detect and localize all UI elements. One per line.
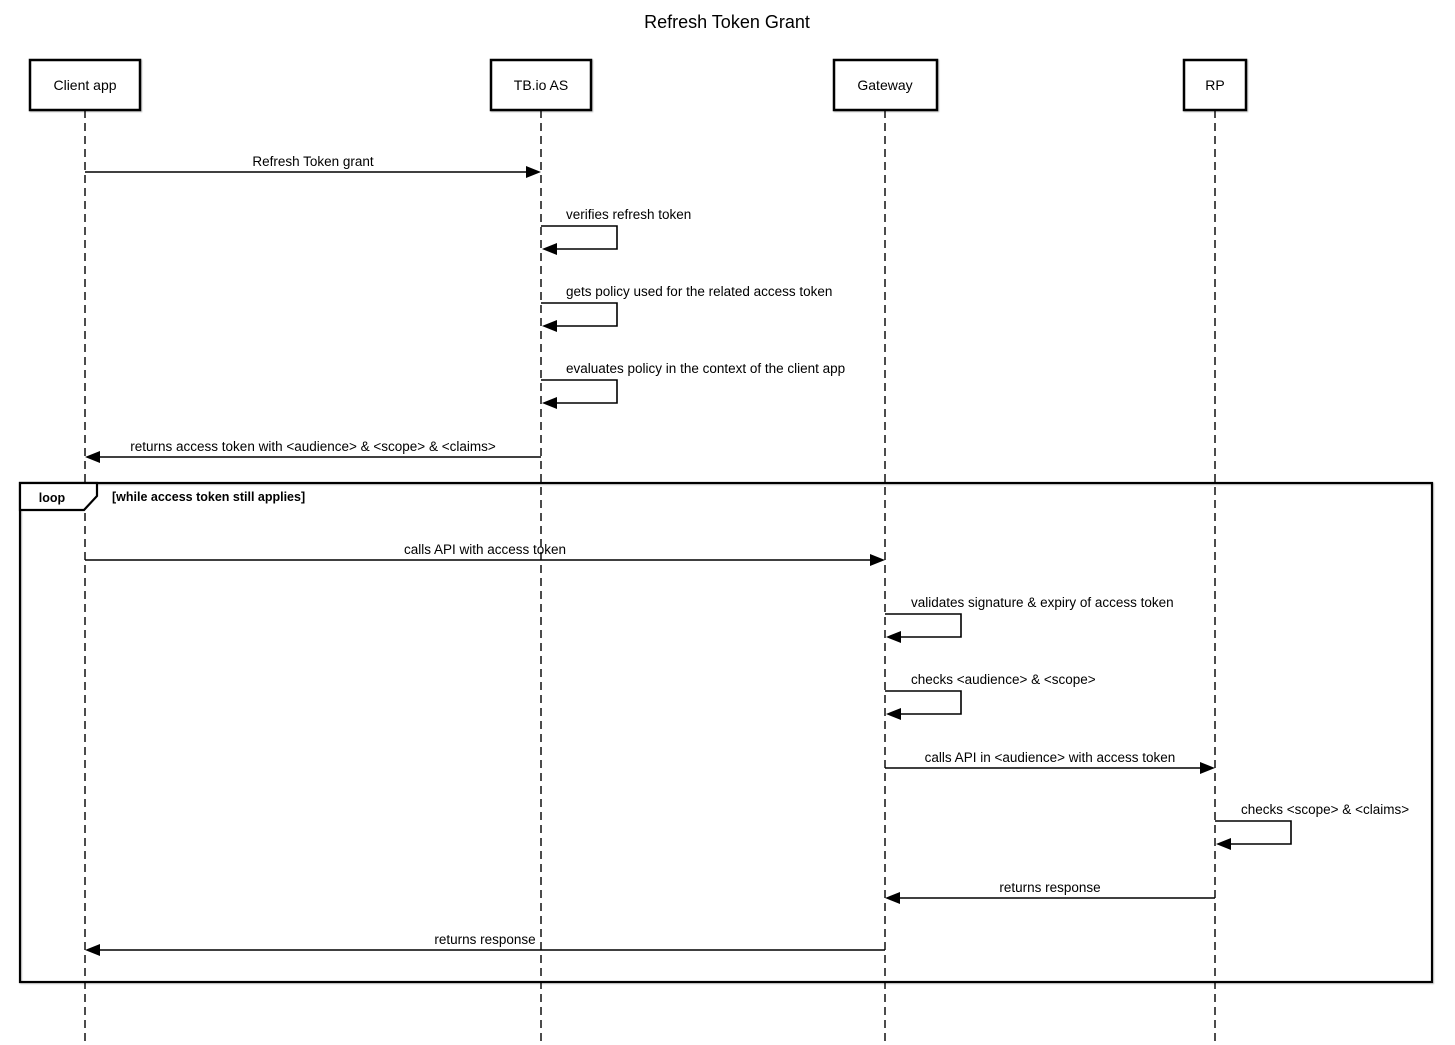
loop-operator-badge bbox=[18, 481, 99, 512]
message-calls-api-in-audience: calls API in <audience> with access toke… bbox=[885, 750, 1215, 774]
actor-box bbox=[28, 58, 142, 112]
arrowhead bbox=[1216, 838, 1231, 850]
self-message-line bbox=[1215, 820, 1292, 845]
message-label: returns access token with <audience> & <… bbox=[130, 439, 496, 454]
actor-gateway: Gateway bbox=[832, 58, 939, 112]
message-label: returns response bbox=[434, 932, 535, 947]
message-evaluates-policy: evaluates policy in the context of the c… bbox=[541, 361, 845, 409]
message-gets-policy: gets policy used for the related access … bbox=[541, 284, 832, 332]
actor-box bbox=[1182, 58, 1248, 112]
actor-label: TB.io AS bbox=[514, 77, 568, 93]
arrowhead bbox=[1200, 762, 1215, 774]
self-message-line bbox=[885, 690, 962, 715]
self-message-line bbox=[885, 613, 962, 638]
self-message-line bbox=[541, 225, 618, 250]
self-message-line bbox=[541, 379, 618, 404]
arrowhead bbox=[542, 320, 557, 332]
self-message-line bbox=[541, 302, 618, 327]
actor-box bbox=[832, 58, 939, 112]
message-returns-response-rp: returns response bbox=[885, 880, 1215, 904]
message-returns-response-gateway: returns response bbox=[85, 932, 885, 956]
message-label: verifies refresh token bbox=[566, 207, 691, 222]
actor-client-app: Client app bbox=[28, 58, 142, 112]
actor-tbio-as: TB.io AS bbox=[489, 58, 593, 112]
message-checks-scope-claims: checks <scope> & <claims> bbox=[1215, 802, 1409, 850]
actor-box bbox=[489, 58, 593, 112]
message-label: calls API with access token bbox=[404, 542, 566, 557]
message-refresh-token-grant: Refresh Token grant bbox=[85, 154, 541, 178]
message-label: gets policy used for the related access … bbox=[566, 284, 832, 299]
arrowhead bbox=[85, 451, 100, 463]
actor-rp: RP bbox=[1182, 58, 1248, 112]
message-label: checks <scope> & <claims> bbox=[1241, 802, 1409, 817]
message-calls-api: calls API with access token bbox=[85, 542, 885, 566]
actor-label: RP bbox=[1205, 77, 1224, 93]
actor-label: Client app bbox=[53, 77, 116, 93]
message-validates-signature: validates signature & expiry of access t… bbox=[885, 595, 1174, 643]
arrowhead bbox=[542, 397, 557, 409]
arrowhead bbox=[886, 708, 901, 720]
actor-label: Gateway bbox=[857, 77, 912, 93]
message-checks-audience-scope: checks <audience> & <scope> bbox=[885, 672, 1096, 720]
message-label: calls API in <audience> with access toke… bbox=[925, 750, 1176, 765]
message-verifies-refresh-token: verifies refresh token bbox=[541, 207, 691, 255]
message-label: evaluates policy in the context of the c… bbox=[566, 361, 845, 376]
message-returns-access-token: returns access token with <audience> & <… bbox=[85, 439, 541, 463]
message-label: Refresh Token grant bbox=[252, 154, 374, 169]
message-label: checks <audience> & <scope> bbox=[911, 672, 1096, 687]
loop-condition: [while access token still applies] bbox=[112, 490, 305, 504]
message-label: returns response bbox=[999, 880, 1100, 895]
arrowhead bbox=[886, 631, 901, 643]
arrowhead bbox=[542, 243, 557, 255]
loop-fragment: loop [while access token still applies] bbox=[18, 481, 1434, 984]
arrowhead bbox=[870, 554, 885, 566]
message-label: validates signature & expiry of access t… bbox=[911, 595, 1174, 610]
arrowhead bbox=[526, 166, 541, 178]
loop-operator-label: loop bbox=[39, 491, 66, 505]
arrowhead bbox=[885, 892, 900, 904]
loop-frame bbox=[18, 481, 1434, 984]
arrowhead bbox=[85, 944, 100, 956]
diagram-title: Refresh Token Grant bbox=[644, 12, 810, 32]
